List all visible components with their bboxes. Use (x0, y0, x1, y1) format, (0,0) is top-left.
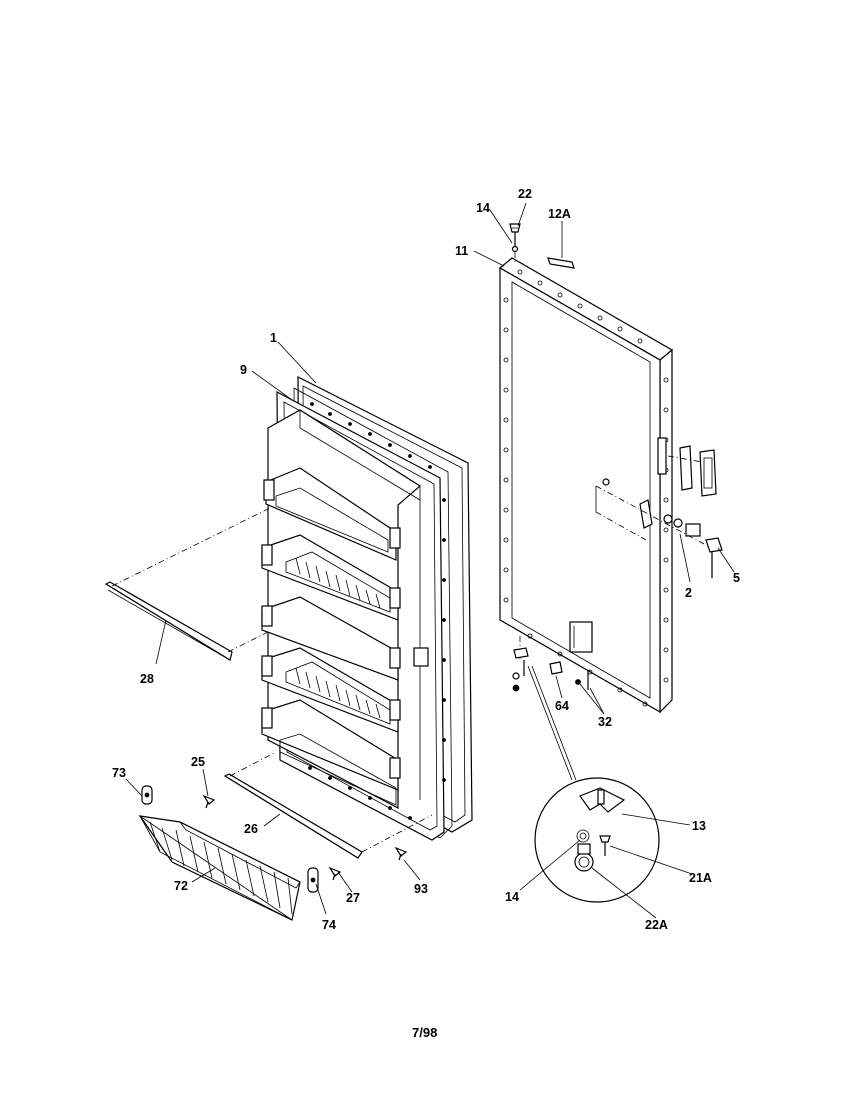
label-21A: 21A (689, 871, 712, 885)
hinge-parts (595, 478, 723, 578)
label-5: 5 (733, 571, 740, 585)
screw-93 (394, 846, 408, 861)
label-73: 73 (112, 766, 126, 780)
label-74: 74 (322, 918, 336, 932)
leader-lines (125, 202, 735, 919)
label-2: 2 (685, 586, 692, 600)
label-27: 27 (346, 891, 360, 905)
label-32: 32 (598, 715, 612, 729)
label-26: 26 (244, 822, 258, 836)
label-22: 22 (518, 187, 532, 201)
label-25: 25 (191, 755, 205, 769)
assembly-lines-left (111, 507, 433, 853)
date-code: 7/98 (412, 1025, 437, 1040)
gasket-dots (308, 402, 446, 820)
label-12A: 12A (548, 207, 571, 221)
outer-door-panel-11 (498, 257, 674, 714)
screw-27 (328, 866, 342, 881)
label-72: 72 (174, 879, 188, 893)
label-plate-12A (547, 257, 575, 269)
part-labels: 1 9 28 73 25 26 72 27 74 93 22 14 12A 11… (112, 187, 740, 932)
handle-assembly (667, 445, 717, 497)
wire-rack-upper (295, 557, 381, 609)
label-9: 9 (240, 363, 247, 377)
label-11: 11 (455, 244, 468, 258)
label-93: 93 (414, 882, 428, 896)
detail-circle (534, 777, 660, 903)
bottom-hinge-parts (512, 636, 589, 781)
label-1: 1 (270, 331, 277, 345)
basket-72 (138, 815, 301, 921)
label-28: 28 (140, 672, 154, 686)
door-liner-assembly (261, 376, 473, 841)
screw-22 (509, 223, 521, 262)
screw-21A (599, 835, 611, 856)
screw-25 (202, 794, 216, 809)
label-22A: 22A (645, 918, 668, 932)
clip-73 (141, 785, 153, 805)
label-13: 13 (692, 819, 706, 833)
label-14-top: 14 (476, 201, 490, 215)
label-14-detail: 14 (505, 890, 519, 904)
panel-holes (503, 269, 669, 707)
clip-74 (307, 867, 319, 893)
shelf-bar-28 (104, 581, 233, 661)
label-64: 64 (555, 699, 569, 713)
wire-rack-lower (295, 667, 381, 719)
